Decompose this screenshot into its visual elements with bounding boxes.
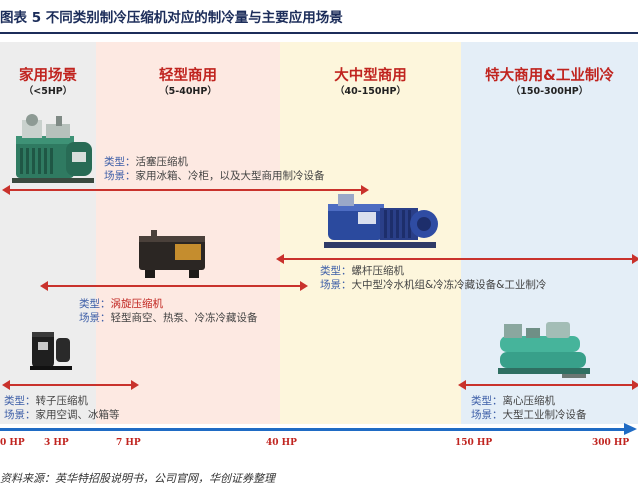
source-note: 资料来源：英华特招股说明书，公司官网，华创证券整理 <box>0 472 275 485</box>
rotor-type-key: 类型： <box>4 395 36 407</box>
rotor-scene: 家用空调、冰箱等 <box>35 409 120 421</box>
screw-scene-key: 场景： <box>320 279 352 291</box>
band-title-industrial: 特大商用&工业制冷 <box>485 68 614 84</box>
title-rule <box>0 32 638 34</box>
screw-range-arrow <box>276 254 638 264</box>
figure-title: 图表 5 不同类别制冷压缩机对应的制冷量与主要应用场景 <box>0 10 343 26</box>
rotor-range-arrow <box>2 380 139 390</box>
centrifugal-type-key: 类型： <box>471 395 503 407</box>
scroll-type-key: 类型： <box>79 298 111 310</box>
tick-3hp: 3 HP <box>44 438 69 448</box>
band-title-light-commercial: 轻型商用 <box>159 68 217 84</box>
screw-label: 类型：螺杆压缩机 场景：大中型冷水机组&冷冻冷藏设备&工业制冷 <box>320 264 546 292</box>
scroll-scene: 轻型商空、热泵、冷冻冷藏设备 <box>110 312 258 324</box>
piston-scene: 家用冰箱、冷柜，以及大型商用制冷设备 <box>135 170 325 182</box>
scroll-type: 涡旋压缩机 <box>110 298 164 310</box>
band-range-medium-large-commercial: （40-150HP） <box>335 86 406 97</box>
tick-300hp: 300 HP <box>592 438 630 448</box>
centrifugal-compressor-image <box>498 322 590 378</box>
band-range-industrial: （150-300HP） <box>510 86 589 97</box>
rotor-label: 类型：转子压缩机 场景：家用空调、冰箱等 <box>4 394 120 422</box>
piston-label: 类型：活塞压缩机 场景：家用冰箱、冷柜，以及大型商用制冷设备 <box>104 155 325 183</box>
piston-scene-key: 场景： <box>104 170 136 182</box>
screw-type: 螺杆压缩机 <box>351 265 405 277</box>
band-title-household: 家用场景 <box>19 68 77 84</box>
centrifugal-range-arrow <box>458 380 638 390</box>
scroll-compressor-image <box>139 230 205 278</box>
rotor-compressor-image <box>30 332 72 370</box>
horsepower-axis <box>0 428 628 431</box>
piston-range-arrow <box>2 185 369 195</box>
tick-0hp: 0 HP <box>0 438 25 448</box>
centrifugal-scene-key: 场景： <box>471 409 503 421</box>
piston-compressor-image <box>12 114 94 183</box>
centrifugal-type: 离心压缩机 <box>502 395 556 407</box>
scroll-range-arrow <box>40 281 308 291</box>
piston-type-key: 类型： <box>104 156 136 168</box>
rotor-type: 转子压缩机 <box>35 395 89 407</box>
tick-7hp: 7 HP <box>116 438 141 448</box>
rotor-scene-key: 场景： <box>4 409 36 421</box>
screw-scene: 大中型冷水机组&冷冻冷藏设备&工业制冷 <box>351 279 547 291</box>
band-range-household: （<5HP） <box>23 86 73 97</box>
scroll-scene-key: 场景： <box>79 312 111 324</box>
centrifugal-scene: 大型工业制冷设备 <box>502 409 587 421</box>
tick-40hp: 40 HP <box>266 438 297 448</box>
scroll-label: 类型：涡旋压缩机 场景：轻型商空、热泵、冷冻冷藏设备 <box>79 297 258 325</box>
band-range-light-commercial: （5-40HP） <box>159 86 217 97</box>
screw-compressor-image <box>324 194 438 248</box>
band-title-medium-large-commercial: 大中型商用 <box>334 68 407 84</box>
tick-150hp: 150 HP <box>455 438 493 448</box>
band-light-commercial <box>96 42 280 424</box>
screw-type-key: 类型： <box>320 265 352 277</box>
piston-type: 活塞压缩机 <box>135 156 189 168</box>
centrifugal-label: 类型：离心压缩机 场景：大型工业制冷设备 <box>471 394 587 422</box>
axis-arrowhead <box>624 423 637 435</box>
